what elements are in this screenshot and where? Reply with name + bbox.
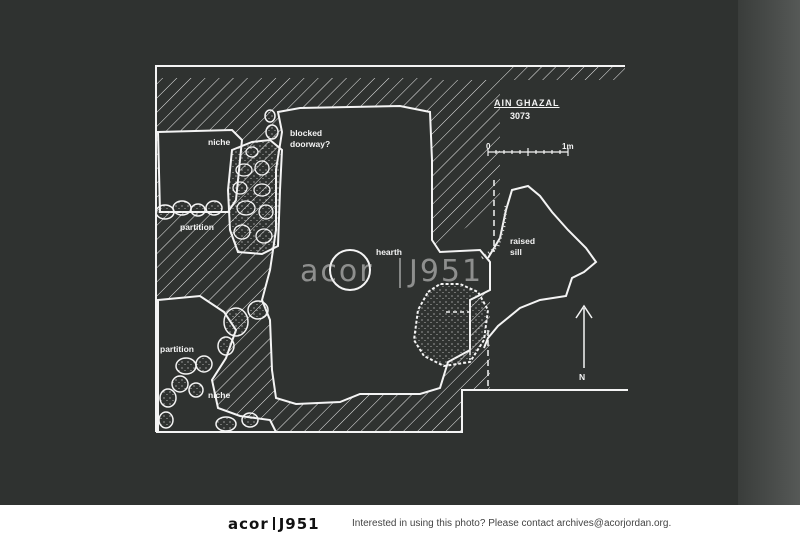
site-name: AIN GHAZAL	[494, 98, 560, 108]
hearth-circle	[329, 249, 371, 291]
label-raised: raised	[510, 236, 536, 246]
label-hearth: hearth	[376, 247, 402, 257]
label-blocked-doorway-2: doorway?	[290, 139, 331, 149]
footer-contact-notice[interactable]: Interested in using this photo? Please c…	[352, 518, 672, 529]
watermark-logo-right: J951	[409, 254, 484, 289]
north-arrow	[575, 304, 593, 368]
scale-start-label: 0	[486, 142, 491, 151]
raised-sill	[483, 184, 598, 349]
footer-logo[interactable]: acor J951	[228, 515, 320, 533]
scale-bar	[487, 148, 569, 156]
footer-bar	[0, 505, 800, 540]
label-niche-lower: niche	[208, 390, 231, 400]
scale-end-label: 1m	[562, 142, 574, 151]
label-partition-lower: partition	[160, 344, 194, 354]
doorway-top-stones	[264, 109, 279, 140]
blocked-doorway-stone-shapes	[232, 146, 274, 244]
plan-outline	[155, 65, 628, 433]
label-partition-upper: partition	[180, 222, 214, 232]
watermark-logo-left: acor	[300, 254, 374, 289]
footer-logo-separator	[272, 517, 275, 530]
watermark-separator	[399, 258, 401, 288]
stone-feature-inner	[446, 311, 471, 360]
label-sill: sill	[510, 247, 522, 257]
label-blocked-doorway-1: blocked	[290, 128, 323, 138]
label-niche-upper: niche	[208, 137, 231, 147]
footer-logo-left: acor	[228, 515, 269, 533]
label-north: N	[579, 372, 586, 382]
photo-number: 3073	[510, 111, 531, 121]
partition-lower-stones	[158, 300, 269, 432]
slide-photo: AIN GHAZAL 3073 0 1m niche blocked doorw…	[0, 0, 800, 505]
floor-plan-drawing	[155, 65, 628, 433]
partition-upper-stones	[155, 200, 223, 220]
footer-logo-right: J951	[278, 515, 320, 533]
slide-mount-edge	[738, 0, 800, 505]
